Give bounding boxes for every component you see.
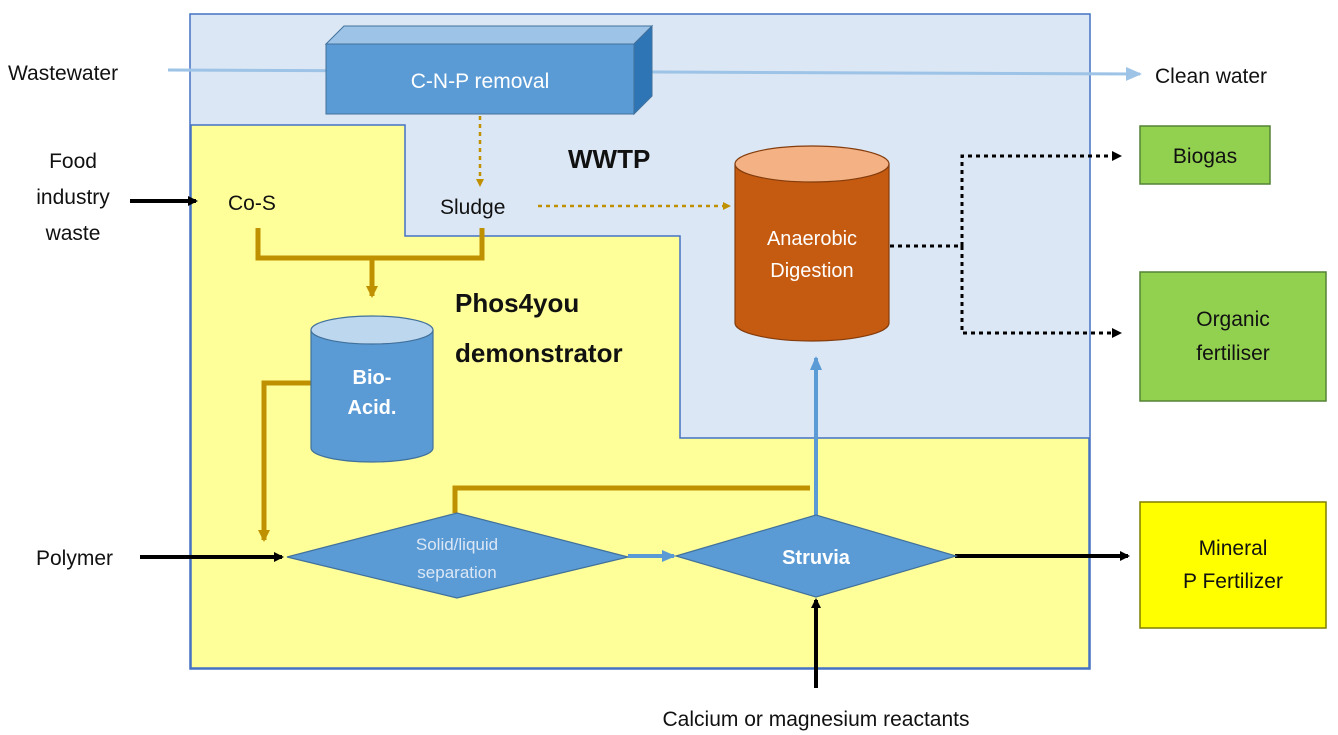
co-s-label: Co-S (228, 192, 276, 215)
food-waste-label-line3: waste (45, 222, 101, 245)
cnp-removal-label: C-N-P removal (411, 70, 549, 93)
struvia-node (673, 514, 959, 598)
organic-label-line2: fertiliser (1196, 342, 1270, 365)
digestion-label-line2: Digestion (770, 260, 853, 282)
anaerobic-digester (734, 145, 890, 342)
reactants-label: Calcium or magnesium reactants (663, 708, 970, 731)
gold-flow-lines (255, 228, 810, 542)
organic-label-line1: Organic (1196, 308, 1270, 331)
bio-acid-label-line2: Acid. (348, 397, 397, 419)
digestion-output-arrows (890, 151, 1122, 338)
bio-acid-tank (310, 315, 434, 463)
separation-label-line1: Solid/liquid (416, 535, 498, 554)
biogas-label: Biogas (1173, 145, 1237, 168)
mineral-label-line1: Mineral (1199, 537, 1268, 560)
mineral-label-line2: P Fertilizer (1183, 570, 1283, 593)
wwtp-label: WWTP (568, 144, 650, 174)
phos4you-label-line1: Phos4you (455, 288, 579, 318)
polymer-label: Polymer (36, 547, 113, 570)
biogas-box (1139, 125, 1271, 185)
bio-acid-label-line1: Bio- (353, 367, 392, 389)
clean-water-label: Clean water (1155, 65, 1267, 88)
food-waste-label-line2: industry (36, 186, 110, 209)
struvia-label: Struvia (782, 547, 851, 569)
phos4you-label-line2: demonstrator (455, 338, 623, 368)
organic-fertiliser-box (1139, 271, 1327, 402)
sludge-label: Sludge (440, 196, 505, 219)
food-waste-label-line1: Food (49, 150, 97, 173)
solid-liquid-separation-node (286, 512, 629, 599)
cnp-removal-box (324, 24, 654, 116)
separation-label-line2: separation (417, 563, 496, 582)
digestion-label-line1: Anaerobic (767, 228, 857, 250)
mineral-fertilizer-box (1139, 501, 1327, 629)
wastewater-label: Wastewater (8, 62, 118, 85)
